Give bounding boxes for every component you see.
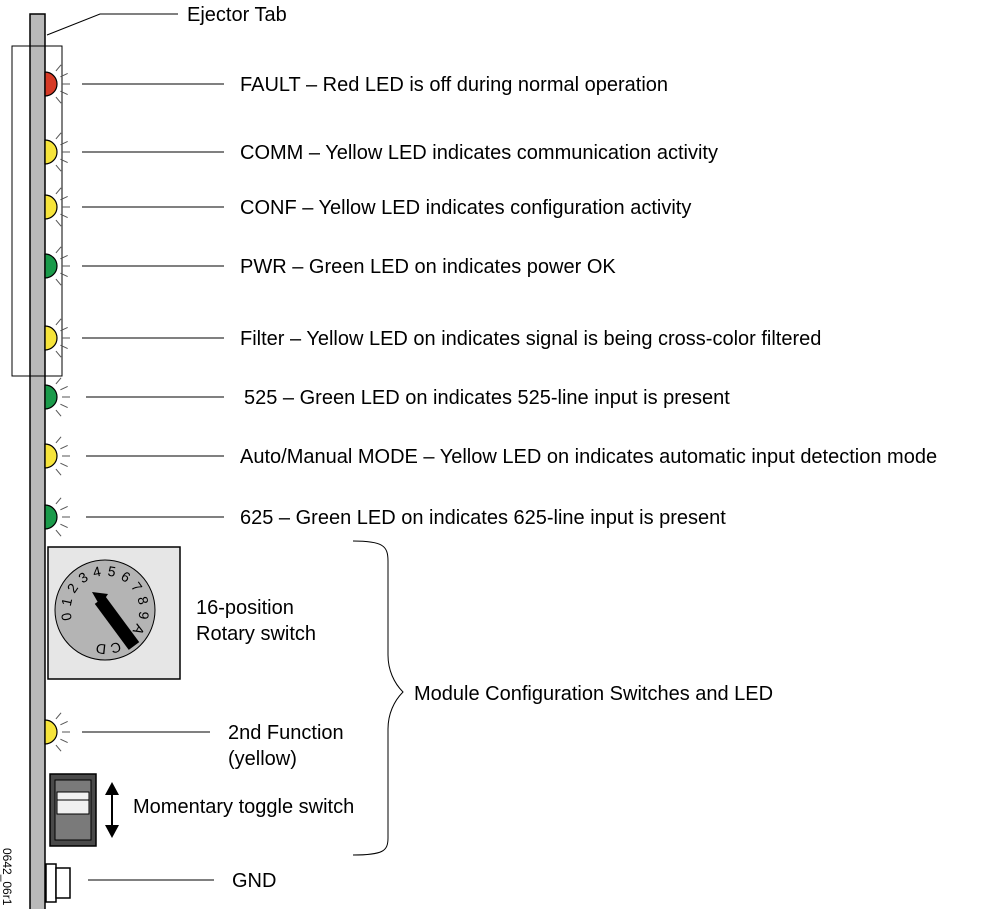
group-brace — [352, 540, 404, 856]
rotary-position-5: 5 — [107, 563, 118, 580]
led-comm-label: COMM – Yellow LED indicates communicatio… — [240, 142, 718, 164]
gnd-terminal — [45, 863, 71, 903]
rotary-switch[interactable]: 0123456789ABCD — [47, 546, 181, 680]
led-filter — [44, 318, 70, 358]
rotary-pointer-tip — [92, 592, 108, 606]
ejector-tab-outline — [11, 45, 63, 377]
led-mode-label: Auto/Manual MODE – Yellow LED on indicat… — [240, 446, 937, 468]
second-function-label-line2: (yellow) — [228, 748, 297, 770]
rotary-position-1: 1 — [58, 596, 75, 607]
led-conf-label: CONF – Yellow LED indicates configuratio… — [240, 197, 691, 219]
led-conf — [44, 187, 70, 227]
ejector-tab-label: Ejector Tab — [187, 4, 287, 26]
led-pwr — [44, 246, 70, 286]
led-pwr-label: PWR – Green LED on indicates power OK — [240, 256, 616, 278]
rotary-position-4: 4 — [91, 563, 102, 580]
rotary-position-C: C — [109, 639, 123, 657]
rotary-pointer — [94, 596, 140, 650]
led-625-label: 625 – Green LED on indicates 625-line in… — [240, 507, 726, 529]
rotary-position-0: 0 — [58, 611, 75, 622]
toggle-switch-label: Momentary toggle switch — [133, 796, 354, 818]
led-filter-label: Filter – Yellow LED on indicates signal … — [240, 328, 821, 350]
led-comm — [44, 132, 70, 172]
toggle-switch[interactable] — [49, 773, 97, 847]
rotary-position-9: 9 — [135, 610, 152, 620]
module-board — [29, 13, 46, 909]
second-function-led-dome — [44, 712, 70, 752]
led-fault — [44, 64, 70, 104]
led-625 — [44, 497, 70, 537]
led-fault-label: FAULT – Red LED is off during normal ope… — [240, 74, 668, 96]
led-column: FAULT – Red LED is off during normal ope… — [44, 64, 937, 537]
led-525 — [44, 377, 70, 417]
rotary-label-line1: 16-position — [196, 597, 294, 619]
led-mode — [44, 436, 70, 476]
rotary-label-line2: Rotary switch — [196, 623, 316, 645]
second-function-led — [44, 712, 70, 752]
rotary-position-8: 8 — [134, 595, 151, 607]
toggle-switch-lever — [56, 791, 90, 815]
ejector-tab-leader — [46, 13, 178, 36]
rotary-position-D: D — [95, 641, 107, 658]
figure-code: 0642_06r1 — [0, 848, 14, 906]
double-arrow-icon — [105, 782, 119, 838]
second-function-label-line1: 2nd Function — [228, 722, 344, 744]
gnd-label: GND — [232, 870, 276, 892]
led-525-label: 525 – Green LED on indicates 525-line in… — [244, 387, 730, 409]
group-label: Module Configuration Switches and LED — [414, 683, 773, 705]
